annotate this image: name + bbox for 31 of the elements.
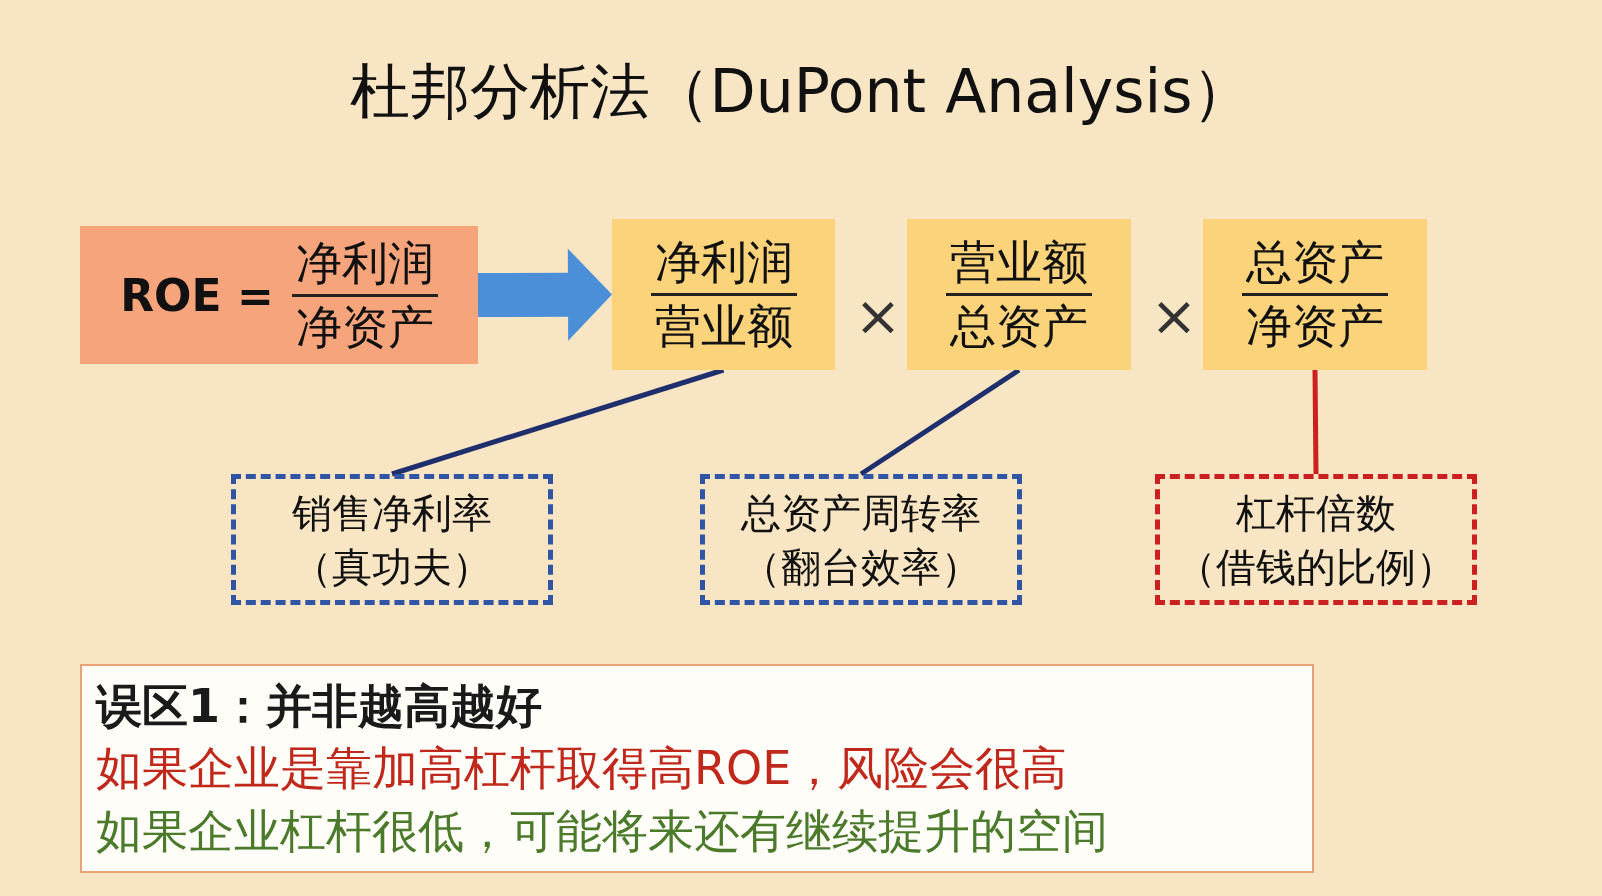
note-heading: 误区1：并非越高越好 (96, 677, 542, 735)
denominator-text: 营业额 (653, 298, 794, 353)
numerator-text: 总资产 (1242, 236, 1388, 296)
ratio-explanation: （翻台效率） (741, 542, 981, 592)
note-text: 如果企业是靠加高杠杆取得高ROE，风险会很高 (96, 740, 1068, 798)
formula-box (80, 226, 478, 364)
title: 杜邦分析法（DuPont Analysis） (348, 55, 1254, 128)
numerator-text: 净利润 (291, 236, 438, 297)
ratio-explanation: （借钱的比例） (1176, 542, 1456, 592)
ratio-label-box (700, 474, 1022, 605)
formula-label: ROE = (120, 269, 274, 321)
denominator-text: 净资产 (294, 298, 435, 354)
multiply-sign: × (853, 288, 903, 344)
block-arrow (477, 248, 612, 341)
denominator-text: 净资产 (1245, 298, 1385, 353)
ratio-name: 总资产周转率 (741, 488, 981, 538)
ratio-explanation: （真功夫） (292, 542, 492, 592)
note-box (80, 664, 1314, 873)
ratio-box (1203, 219, 1427, 370)
ratio-label-box (231, 474, 553, 605)
ratio-name: 杠杆倍数 (1236, 488, 1396, 538)
ratio-label-box (1155, 474, 1477, 605)
denominator-text: 总资产 (949, 298, 1089, 353)
ratio-name: 销售净利率 (292, 488, 492, 538)
note-text: 如果企业杠杆很低，可能将来还有继续提升的空间 (96, 802, 1108, 860)
numerator-text: 营业额 (946, 236, 1092, 296)
connector-line (1312, 369, 1319, 475)
ratio-box (907, 219, 1131, 370)
numerator-text: 净利润 (650, 236, 797, 296)
multiply-sign: × (1149, 288, 1199, 344)
ratio-box (612, 219, 835, 370)
